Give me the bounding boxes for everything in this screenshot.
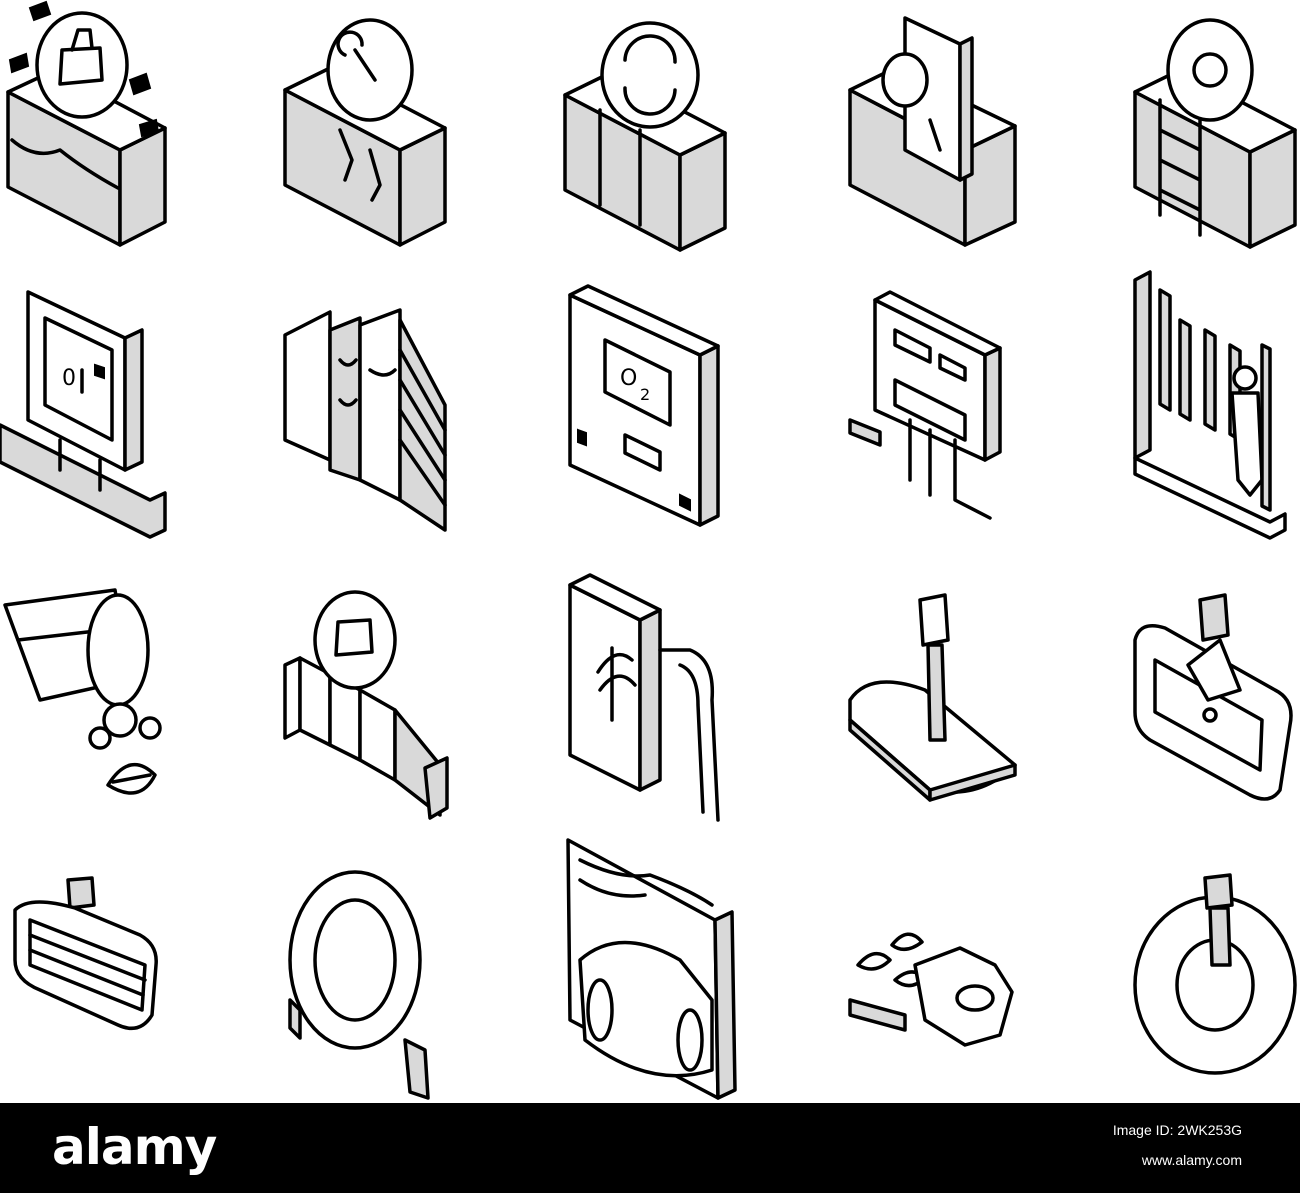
svg-text:0: 0	[62, 366, 76, 391]
footer-bar: alamy Image ID: 2WK253G www.alamy.com	[0, 1103, 1300, 1193]
pool-water-circulation-icon	[563, 21, 727, 252]
pool-surface-cleaner-icon	[1133, 593, 1293, 801]
pool-grate-brush-icon	[13, 876, 158, 1031]
pool-leaf-skimmer-icon	[3, 588, 162, 795]
pool-filter-hose-icon	[568, 573, 720, 822]
pool-depth-worker-icon	[1133, 270, 1287, 540]
icon-set-artwork: 0 O 2	[0, 0, 1297, 1100]
site-url: www.alamy.com	[1141, 1152, 1242, 1168]
pool-leaf-debris-icon	[848, 932, 1014, 1047]
pool-ring-icon	[1133, 873, 1297, 1075]
svg-text:2: 2	[640, 385, 650, 404]
oxygen-control-panel-icon: O 2	[568, 284, 720, 527]
pool-robot-cleaner-icon	[566, 838, 737, 1100]
alamy-logo: alamy	[52, 1118, 217, 1176]
svg-text:O: O	[620, 366, 637, 391]
pool-ladder-service-icon	[1133, 18, 1297, 249]
pool-water-test-icon	[848, 16, 1017, 247]
pool-wall-tiles-icon	[283, 308, 447, 532]
image-id-label: Image ID: 2WK253G	[1112, 1122, 1242, 1138]
pool-coiled-hose-icon	[288, 870, 430, 1100]
pool-crack-repair-icon	[283, 18, 447, 247]
pool-ozone-generator-icon: 0	[0, 290, 167, 539]
pool-cleaning-brush-icon	[6, 0, 167, 247]
footer-meta: Image ID: 2WK253G www.alamy.com	[1113, 1115, 1242, 1175]
pool-vacuum-head-icon	[848, 593, 1017, 802]
pool-pump-unit-icon	[848, 290, 1002, 520]
pool-cleaning-wall-brush-icon	[283, 590, 449, 820]
